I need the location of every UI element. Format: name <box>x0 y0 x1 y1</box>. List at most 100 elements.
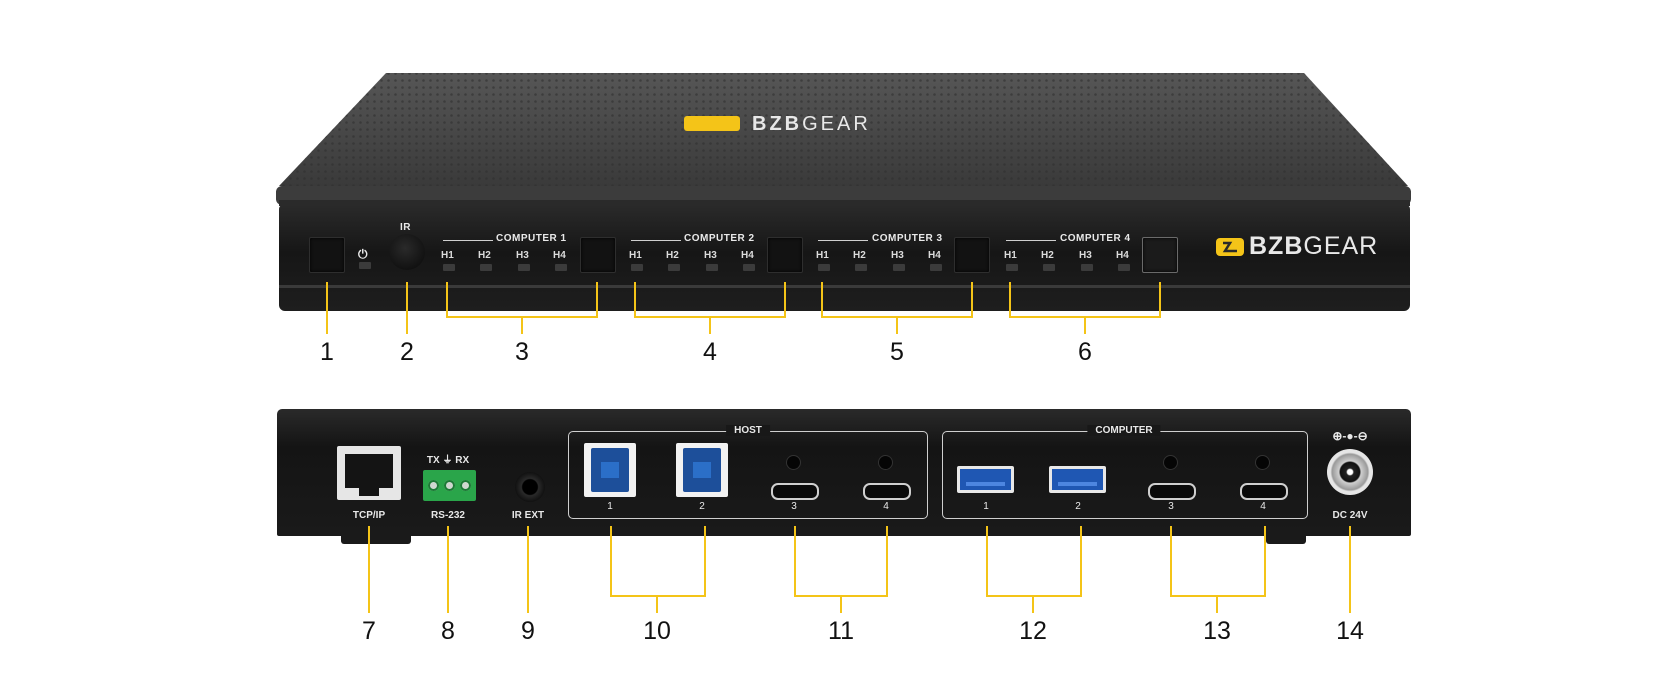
dc-power-jack[interactable] <box>1327 449 1373 495</box>
callout-leader-line <box>368 526 370 613</box>
callout-leader-line <box>840 595 842 613</box>
callout-leader-line <box>446 282 448 317</box>
callout-leader-line <box>1032 595 1034 613</box>
callout-leader-line <box>521 316 523 334</box>
group-2-line <box>631 240 681 241</box>
computer-usb-a-port-2[interactable] <box>1049 466 1106 493</box>
led <box>555 264 567 271</box>
led-label: H3 <box>704 250 717 261</box>
group-4-label: COMPUTER 4 <box>1060 233 1131 244</box>
led <box>631 264 643 271</box>
power-led <box>359 262 371 269</box>
computer-4-button[interactable] <box>1142 237 1178 273</box>
callout-leader-line <box>1170 595 1266 597</box>
led <box>818 264 830 271</box>
callout-leader-line <box>1009 282 1011 317</box>
rs232-terminal-block[interactable] <box>423 470 476 501</box>
group-3-line <box>818 240 868 241</box>
port-led-hole <box>879 456 892 469</box>
host-usb-b-port-1[interactable] <box>584 443 636 497</box>
led <box>518 264 530 271</box>
led <box>1006 264 1018 271</box>
callout-number: 8 <box>441 617 455 645</box>
host-usb-c-port-3[interactable] <box>771 483 819 500</box>
led <box>930 264 942 271</box>
port-led-hole <box>1256 456 1269 469</box>
computer-3-button[interactable] <box>954 237 990 273</box>
callout-number: 12 <box>1019 617 1047 645</box>
callout-number: 2 <box>400 338 414 366</box>
ir-sensor <box>389 234 425 270</box>
callout-leader-line <box>1084 316 1086 334</box>
led <box>668 264 680 271</box>
port-number: 2 <box>699 501 705 512</box>
device-top-lid: BZBGEAR <box>276 73 1411 206</box>
port-number: 4 <box>883 501 889 512</box>
led-label: H3 <box>891 250 904 261</box>
led <box>855 264 867 271</box>
callout-leader-line <box>1159 282 1161 317</box>
host-usb-b-port-2[interactable] <box>676 443 728 497</box>
ir-ext-jack[interactable] <box>515 472 545 502</box>
top-brand-text: BZBGEAR <box>752 113 871 135</box>
callout-leader-line <box>794 526 796 596</box>
callout-leader-line <box>784 282 786 317</box>
callout-leader-line <box>986 526 988 596</box>
led-label: H3 <box>1079 250 1092 261</box>
ir-ext-label: IR EXT <box>511 510 545 521</box>
rj45-port[interactable] <box>337 446 401 500</box>
led <box>893 264 905 271</box>
callout-leader-line <box>447 526 449 613</box>
computer-usb-c-port-3[interactable] <box>1148 483 1196 500</box>
computer-usb-a-port-1[interactable] <box>957 466 1014 493</box>
brand-logo-icon <box>1216 238 1244 256</box>
callout-number: 5 <box>890 338 904 366</box>
led-label: H1 <box>1004 250 1017 261</box>
led-label: H4 <box>553 250 566 261</box>
computer-usb-c-port-4[interactable] <box>1240 483 1288 500</box>
callout-leader-line <box>326 282 328 334</box>
led-label: H2 <box>478 250 491 261</box>
callout-leader-line <box>821 282 823 317</box>
led-label: H2 <box>853 250 866 261</box>
dc-label: DC 24V <box>1332 510 1368 521</box>
led-label: H4 <box>741 250 754 261</box>
callout-number: 13 <box>1203 617 1231 645</box>
computer-2-button[interactable] <box>767 237 803 273</box>
rubber-foot <box>1266 536 1306 544</box>
led <box>1118 264 1130 271</box>
port-number: 1 <box>607 501 613 512</box>
callout-leader-line <box>896 316 898 334</box>
port-number: 3 <box>1168 501 1174 512</box>
led <box>1043 264 1055 271</box>
callout-number: 1 <box>320 338 334 366</box>
port-number: 1 <box>983 501 989 512</box>
callout-leader-line <box>709 316 711 334</box>
led-label: H2 <box>1041 250 1054 261</box>
rs232-label: RS-232 <box>431 510 465 521</box>
dc-polarity-icon: ⊕-●-⊖ <box>1332 429 1368 443</box>
callout-number: 10 <box>643 617 671 645</box>
callout-leader-line <box>1349 526 1351 613</box>
rs232-pins-label: TX ⏚ RX <box>426 455 470 466</box>
callout-number: 7 <box>362 617 376 645</box>
callout-leader-line <box>1170 526 1172 596</box>
power-button[interactable] <box>309 237 345 273</box>
led <box>706 264 718 271</box>
callout-leader-line <box>596 282 598 317</box>
led <box>1081 264 1093 271</box>
callout-leader-line <box>986 595 1082 597</box>
top-logo: BZBGEAR <box>684 113 871 135</box>
group-3-label: COMPUTER 3 <box>872 233 943 244</box>
port-number: 4 <box>1260 501 1266 512</box>
callout-leader-line <box>610 526 612 596</box>
host-title: HOST <box>726 425 770 436</box>
led-label: H1 <box>816 250 829 261</box>
tcp-ip-label: TCP/IP <box>352 510 386 521</box>
led-label: H3 <box>516 250 529 261</box>
callout-leader-line <box>886 526 888 596</box>
computer-1-button[interactable] <box>580 237 616 273</box>
host-usb-c-port-4[interactable] <box>863 483 911 500</box>
callout-number: 6 <box>1078 338 1092 366</box>
callout-leader-line <box>406 282 408 334</box>
